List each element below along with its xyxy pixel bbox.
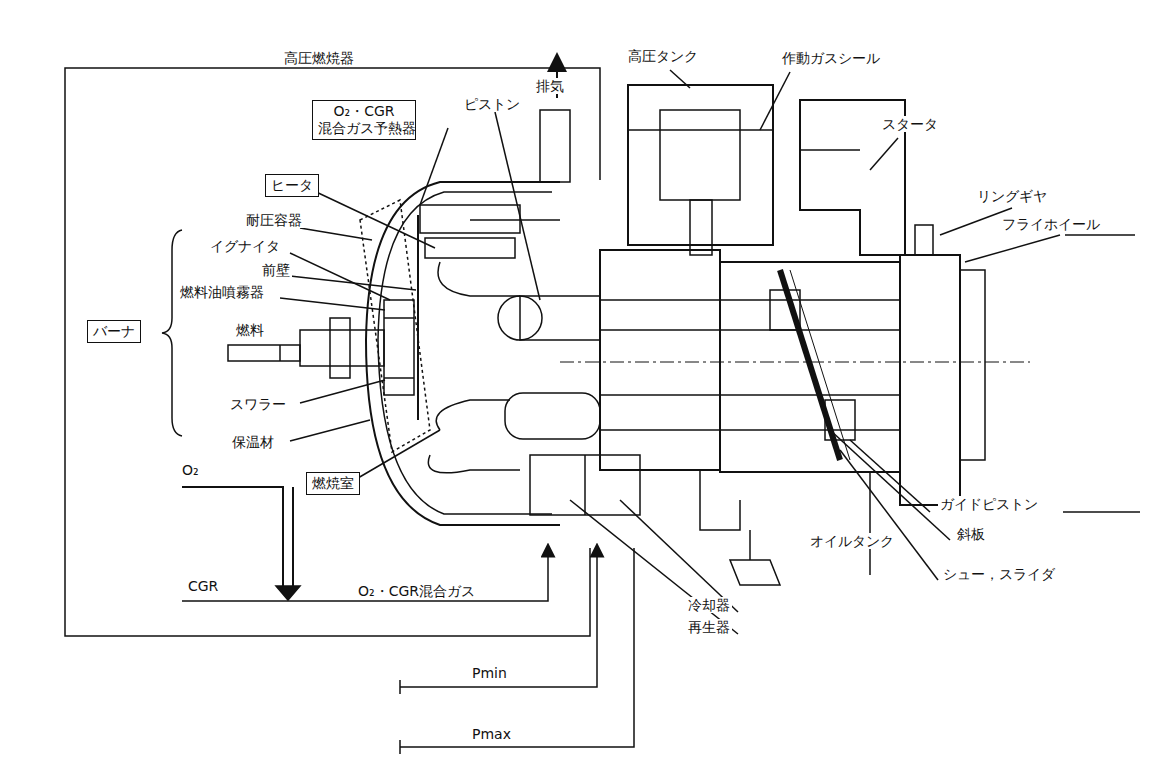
part-label: Pmin	[470, 665, 509, 681]
part-label-text: O₂	[182, 462, 199, 478]
part-label: シュー，スライダ	[941, 566, 1057, 582]
part-label-text: 作動ガスシール	[782, 50, 880, 66]
box-text: ヒータ	[271, 177, 313, 194]
part-label-text: CGR	[188, 578, 218, 594]
part-label: Pmax	[470, 726, 513, 742]
part-label-text: 高圧燃焼器	[284, 50, 354, 66]
box-text: 燃焼室	[312, 475, 354, 492]
label-box: 燃焼室	[306, 472, 360, 495]
part-label: 耐圧容器	[244, 212, 304, 228]
part-label: 高圧タンク	[626, 48, 700, 64]
part-label: CGR	[186, 578, 220, 594]
part-label: 高圧燃焼器	[282, 50, 356, 66]
part-label-text: ピストン	[464, 96, 520, 112]
box-text: バーナ	[93, 323, 135, 340]
part-label-text: O₂・CGR混合ガス	[358, 583, 475, 599]
part-label: 燃料油噴霧器	[178, 284, 266, 300]
label-box: バーナ	[87, 320, 141, 343]
box-text: O₂・CGR 混合ガス予熱器	[318, 103, 410, 137]
part-label-text: 燃料油噴霧器	[180, 284, 264, 300]
part-label: O₂	[180, 462, 201, 478]
label-box: ヒータ	[265, 174, 319, 197]
part-label-text: 再生器	[688, 619, 730, 635]
part-label-text: スタータ	[882, 116, 938, 132]
part-label-text: 排気	[536, 78, 564, 94]
part-label: ピストン	[462, 96, 522, 112]
part-label: 冷却器	[686, 597, 732, 613]
part-label: スワラー	[228, 396, 288, 412]
part-label: 前壁	[260, 262, 292, 278]
part-label: スタータ	[880, 116, 940, 132]
part-label-text: シュー，スライダ	[943, 566, 1055, 582]
part-label-text: 高圧タンク	[628, 48, 698, 64]
part-label-text: Pmax	[472, 726, 511, 742]
label-box: O₂・CGR 混合ガス予熱器	[312, 100, 416, 140]
part-label: ガイドピストン	[938, 496, 1040, 512]
part-label: O₂・CGR混合ガス	[356, 583, 477, 599]
part-label-text: 冷却器	[688, 597, 730, 613]
part-label: 再生器	[686, 619, 732, 635]
part-label: オイルタンク	[808, 533, 896, 549]
part-label-text: フライホイール	[1002, 216, 1100, 232]
part-label: 保温材	[230, 434, 276, 450]
part-label-text: 燃料	[236, 322, 264, 338]
part-label: 作動ガスシール	[780, 50, 882, 66]
part-label-text: オイルタンク	[810, 533, 894, 549]
part-label: 燃料	[234, 322, 266, 338]
part-label: 斜板	[955, 526, 987, 542]
part-label-text: 保温材	[232, 434, 274, 450]
part-label-text: スワラー	[230, 396, 286, 412]
part-label-text: ガイドピストン	[940, 496, 1038, 512]
part-label: リングギヤ	[975, 188, 1049, 204]
part-label-text: 前壁	[262, 262, 290, 278]
part-label: イグナイタ	[208, 238, 282, 254]
part-label-text: 斜板	[957, 526, 985, 542]
part-label-text: リングギヤ	[977, 188, 1047, 204]
part-label-text: Pmin	[472, 665, 507, 681]
part-label: 排気	[534, 78, 566, 94]
part-label-text: イグナイタ	[210, 238, 280, 254]
part-label: フライホイール	[1000, 216, 1102, 232]
part-label-text: 耐圧容器	[246, 212, 302, 228]
